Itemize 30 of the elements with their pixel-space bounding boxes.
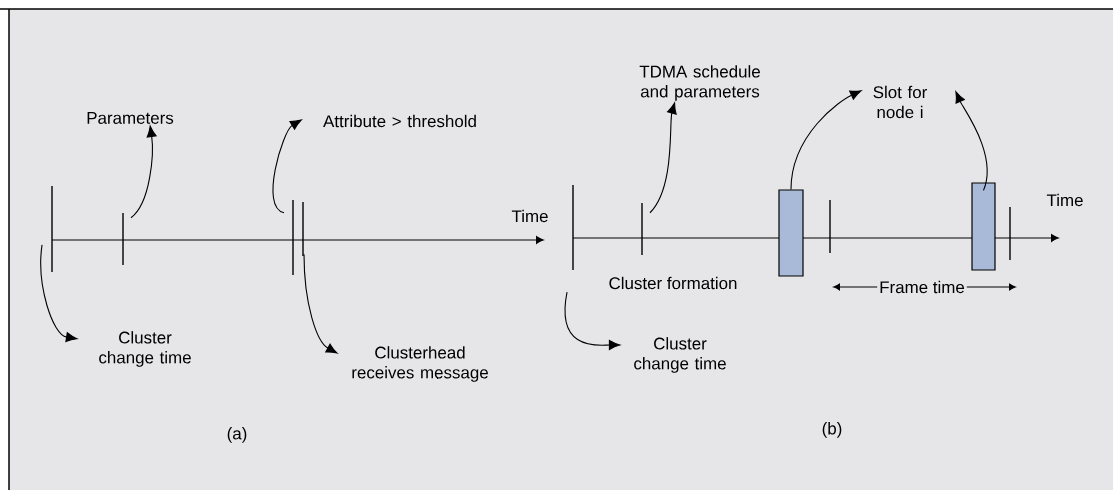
label-text: Cluster formation [609, 276, 737, 290]
annotation-text: Attribute > threshold [323, 114, 476, 128]
tick-mark [292, 200, 294, 275]
curved-arrow [649, 102, 677, 214]
annotation-text: Cluster change time [634, 337, 726, 373]
label-text: (b) [822, 422, 842, 438]
slot-box [971, 182, 996, 271]
tick-mark [1009, 207, 1011, 260]
tick-mark [641, 203, 643, 255]
label-text: (a) [227, 427, 247, 443]
label-text: Time [1046, 193, 1083, 207]
tick-mark [122, 213, 124, 265]
tick-mark [829, 200, 831, 253]
slot-box [778, 189, 804, 277]
annotation-text: Cluster change time [99, 331, 191, 367]
tick-mark [51, 186, 53, 272]
tick-mark [572, 185, 574, 270]
tick-mark [302, 202, 304, 256]
curved-arrow [303, 253, 338, 354]
curved-arrow [40, 244, 78, 343]
curved-arrow [790, 90, 862, 190]
annotation-text: Parameters [87, 112, 174, 124]
label-text: Time [511, 209, 548, 223]
curved-arrow [130, 125, 157, 219]
annotation-text: Slot for node i [873, 85, 927, 119]
curved-arrow [564, 291, 621, 351]
annotation-text: TDMA schedule and parameters [639, 65, 760, 101]
curved-arrow [955, 91, 988, 191]
curved-arrow [272, 119, 302, 214]
annotation-text: Clusterhead receives message [352, 346, 488, 382]
